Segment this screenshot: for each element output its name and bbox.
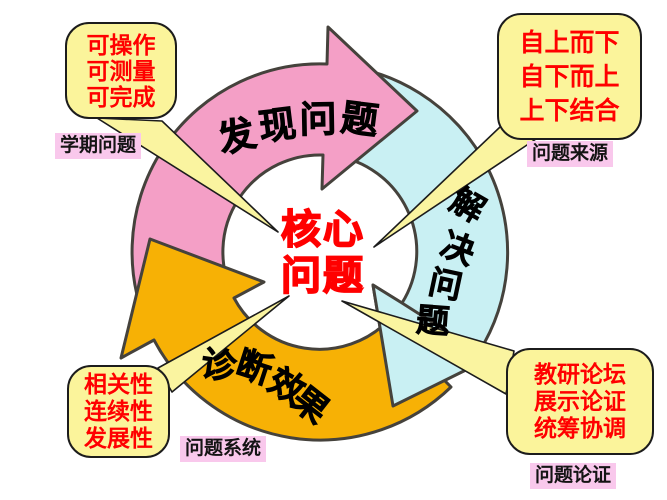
tag-semester-problems: 学期问题: [55, 133, 142, 159]
callout-line: 上下结合: [519, 96, 620, 125]
callout-line: 连续性: [84, 398, 153, 424]
tag-problem-argumentation: 问题论证: [530, 463, 617, 489]
callout-line: 展示论证: [534, 388, 626, 414]
core-problem-line1: 核心: [280, 207, 365, 253]
arrow-diagnose-effects: [119, 237, 453, 442]
label-char: 现: [256, 102, 299, 149]
callout-line: 可测量: [86, 57, 156, 84]
callout-line: 自上而下: [519, 28, 620, 57]
label-char: 题: [338, 96, 381, 143]
callout-bottom-right: 教研论坛 展示论证 统筹协调: [506, 348, 654, 455]
core-problem-title: 核心 问题: [280, 207, 365, 299]
callout-top-right: 自上而下 自下而上 上下结合: [497, 13, 642, 140]
callout-line: 统筹协调: [534, 415, 626, 441]
tag-problem-system: 问题系统: [180, 436, 267, 462]
callout-line: 自下而上: [519, 62, 620, 91]
arrow-discover-problems: [130, 25, 419, 334]
callout-line: 相关性: [84, 371, 153, 397]
label-char: 问: [299, 98, 338, 141]
callout-line: 发展性: [84, 425, 153, 451]
callout-line: 可操作: [86, 31, 156, 58]
callout-tail-top-left: [96, 117, 279, 233]
tag-problem-sources: 问题来源: [527, 141, 614, 167]
callout-top-left: 可操作 可测量 可完成: [65, 22, 177, 119]
callout-line: 教研论坛: [534, 361, 626, 387]
label-char: 题: [415, 300, 451, 341]
core-problem-line2: 问题: [280, 253, 365, 299]
callout-bottom-left: 相关性 连续性 发展性: [67, 365, 170, 458]
callout-line: 可完成: [86, 83, 156, 110]
